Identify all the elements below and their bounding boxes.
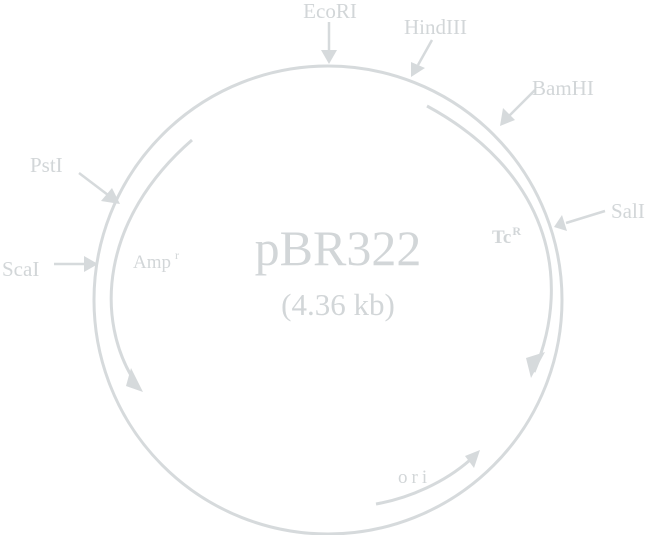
ori-label: ori bbox=[398, 467, 431, 488]
bamhi-pointer bbox=[500, 89, 536, 126]
psti-pointer bbox=[78, 172, 120, 204]
hindiii-pointer bbox=[411, 39, 434, 77]
amp-gene-arrowhead bbox=[126, 368, 143, 392]
ori-arc bbox=[375, 458, 471, 506]
scai-pointer bbox=[54, 256, 98, 272]
plasmid-name: pBR322 bbox=[255, 220, 422, 276]
ecori-pointer bbox=[321, 22, 337, 64]
hindiii-label: HindIII bbox=[404, 15, 467, 39]
psti-label: PstI bbox=[30, 153, 63, 177]
ori-arrowhead bbox=[465, 450, 480, 468]
sali-label: SalI bbox=[611, 199, 645, 223]
tc-gene-arc bbox=[426, 104, 553, 373]
tc-gene-label: TcR bbox=[492, 224, 521, 248]
plasmid-ring bbox=[92, 64, 564, 535]
sali-pointer bbox=[554, 209, 606, 231]
plasmid-size: (4.36 kb) bbox=[281, 287, 395, 322]
amp-gene-arc bbox=[109, 138, 193, 383]
ecori-label: EcoRI bbox=[303, 0, 357, 23]
bamhi-label: BamHI bbox=[532, 76, 594, 100]
tc-gene-arrowhead bbox=[526, 352, 545, 378]
scai-label: ScaI bbox=[2, 257, 39, 281]
